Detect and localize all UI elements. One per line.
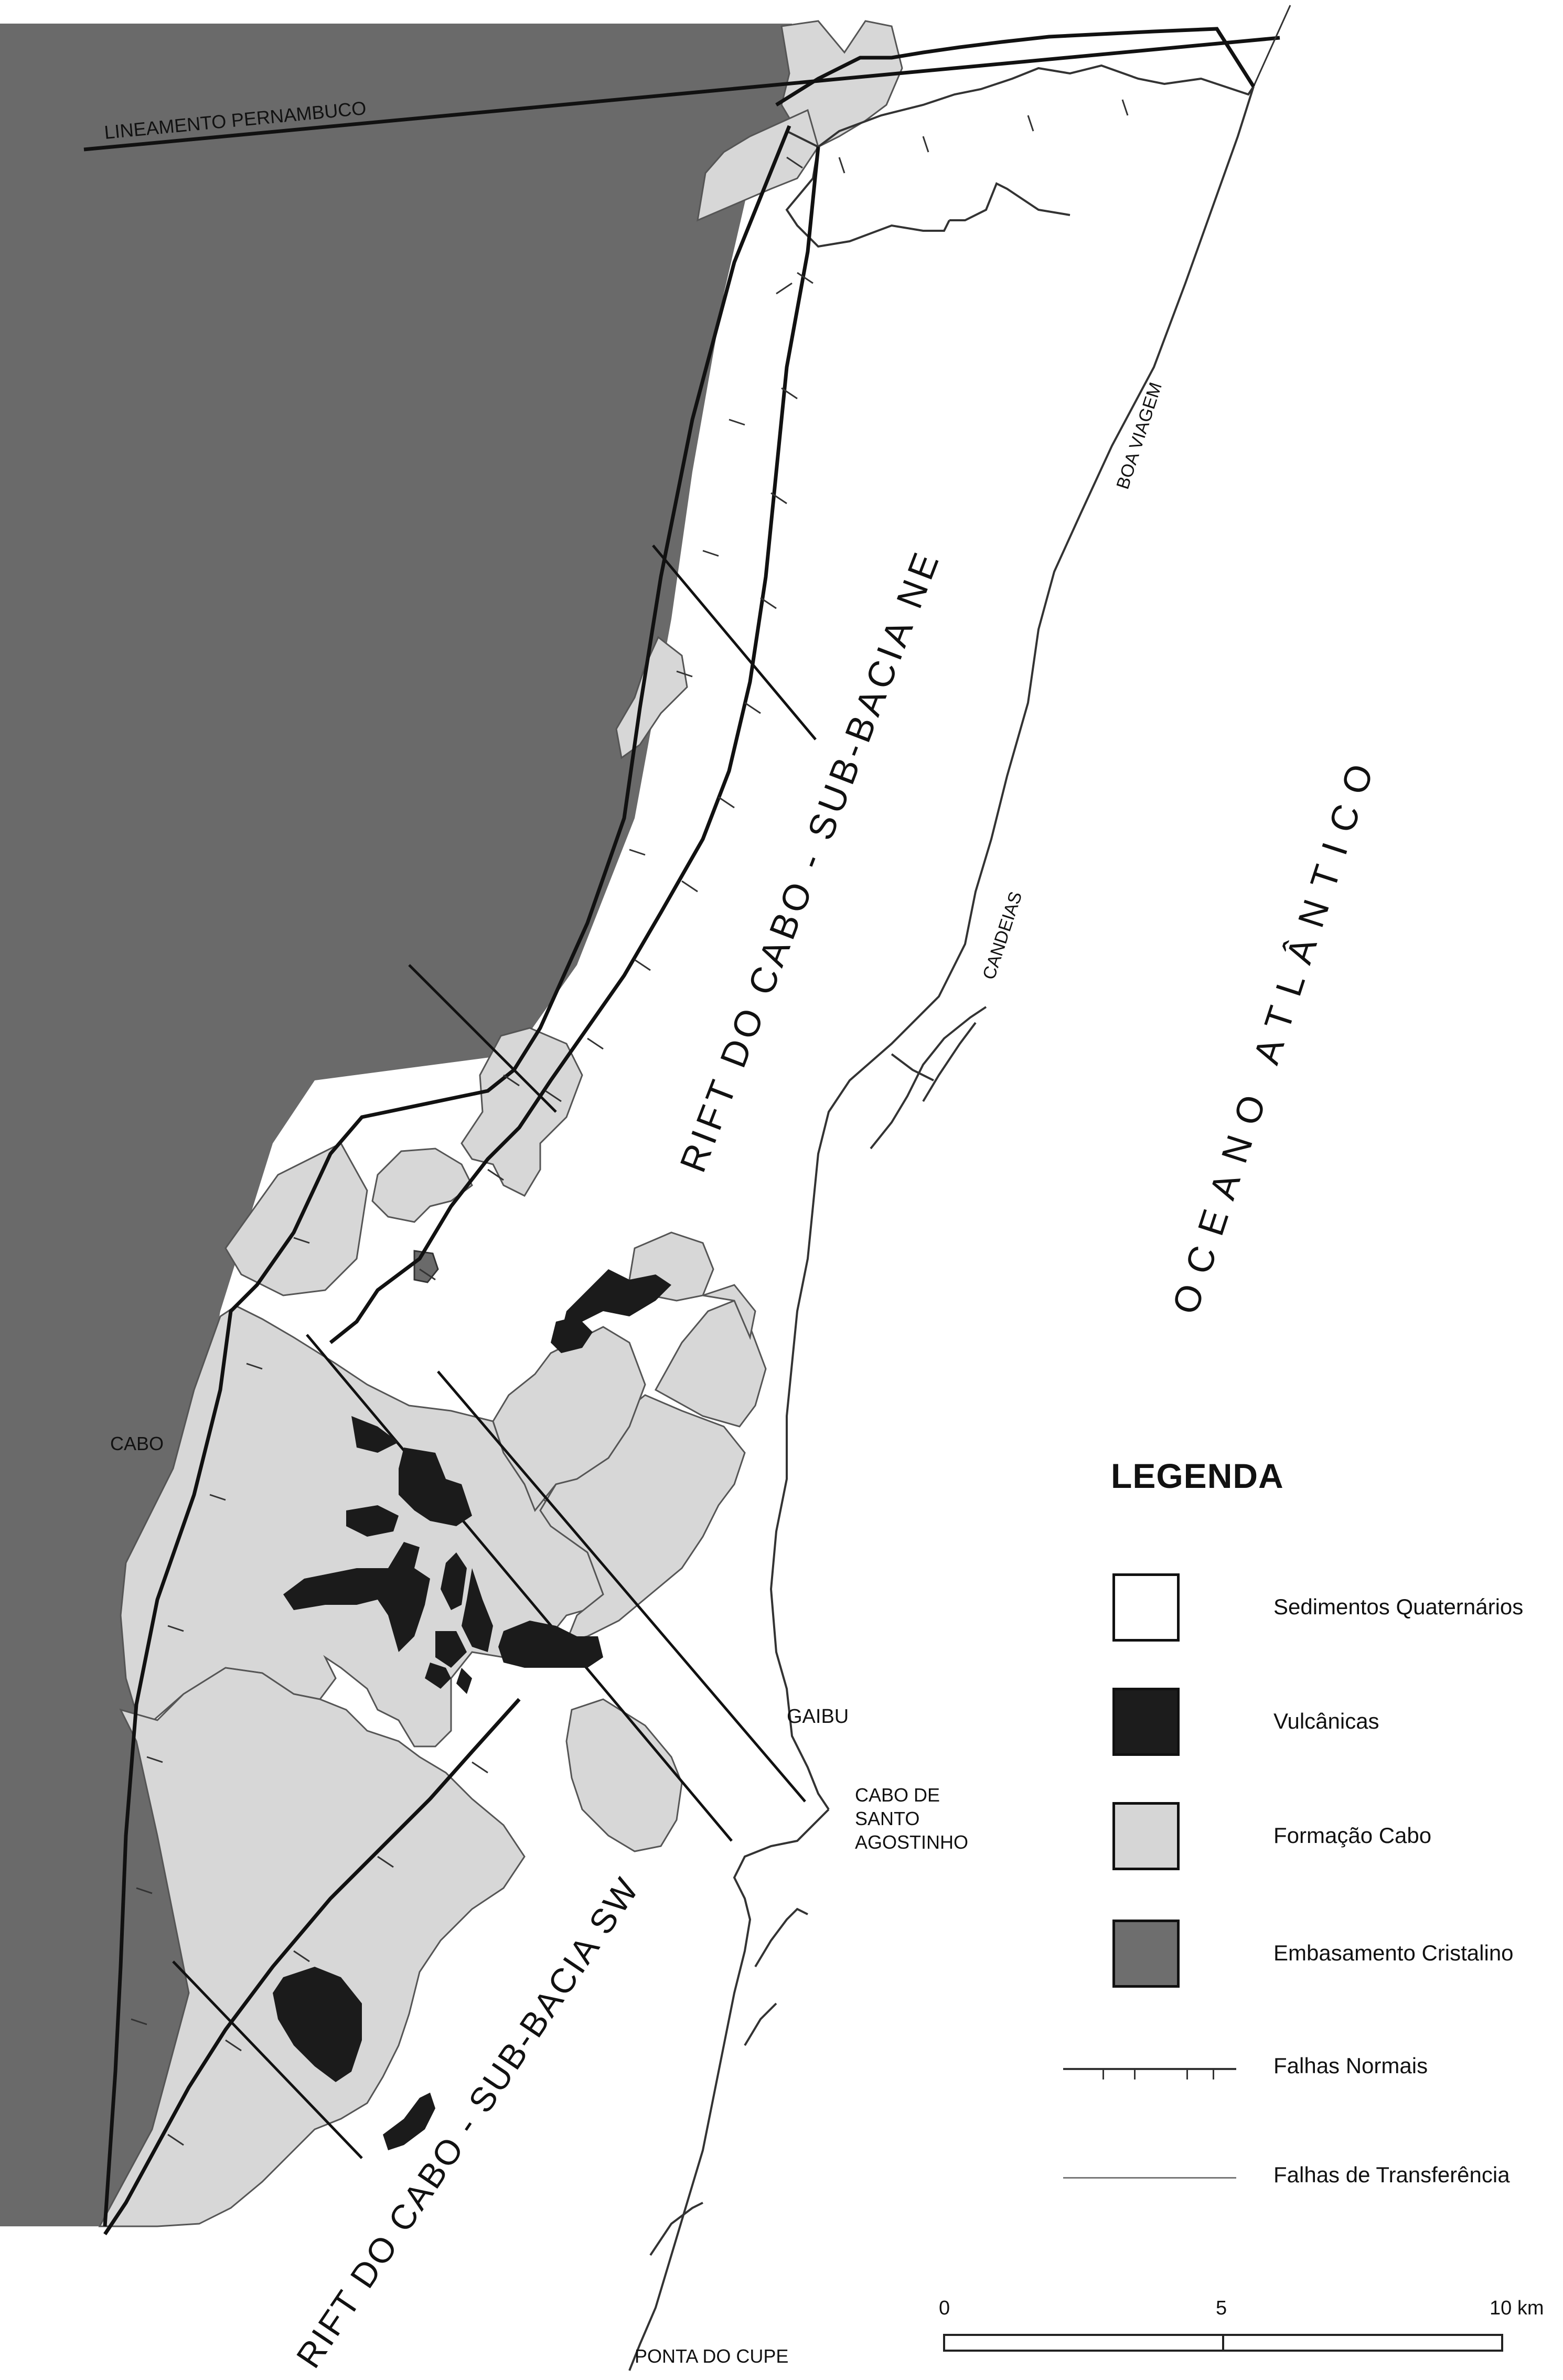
scale-bar-mid <box>1222 2334 1224 2352</box>
scale-label-5: 5 <box>1216 2297 1227 2319</box>
legend-line-falhas-normais <box>1063 2068 1236 2070</box>
legend-label-vulcanicas: Vulcânicas <box>1273 1709 1379 1733</box>
legend-item-falhas-transferencia: Falhas de Transferência <box>1061 2162 1563 2194</box>
legend-tick <box>1186 2068 1188 2079</box>
fault-ticks <box>131 99 1129 2146</box>
legend-swatch-vulcanicas <box>1112 1688 1180 1756</box>
legend-label-sedimentos: Sedimentos Quaternários <box>1273 1594 1524 1619</box>
legend-swatch-sedimentos <box>1112 1573 1180 1642</box>
embasamento-inlier <box>413 1250 439 1283</box>
label-ponta-do-cupe: PONTA DO CUPE <box>635 2345 788 2367</box>
coastline <box>628 64 1255 2371</box>
label-boa-viagem: BOA VIAGEM <box>1112 380 1166 491</box>
legend-item-formacao-cabo: Formação Cabo <box>1111 1802 1562 1875</box>
legend-swatch-formacao-cabo <box>1112 1802 1180 1870</box>
legend-swatch-embasamento <box>1112 1920 1180 1988</box>
legend-label-falhas-transferencia: Falhas de Transferência <box>1273 2162 1510 2187</box>
legend-label-falhas-normais: Falhas Normais <box>1273 2053 1428 2078</box>
legend-item-embasamento: Embasamento Cristalino <box>1111 1920 1562 1993</box>
label-cabo-santo-agostinho-3: AGOSTINHO <box>855 1831 968 1853</box>
scale-label-10: 10 km <box>1490 2297 1544 2319</box>
legend-item-sedimentos: Sedimentos Quaternários <box>1111 1573 1562 1647</box>
label-cabo-santo-agostinho-1: CABO DE <box>855 1784 940 1806</box>
legend-tick <box>1213 2068 1214 2079</box>
scale-bar: 0 5 10 km <box>939 2297 1563 2376</box>
label-oceano-atlantico: OCEANO ATLÂNTICO <box>1164 746 1385 1319</box>
label-candeias: CANDEIAS <box>979 889 1026 982</box>
falhas-de-transferencia <box>172 544 817 2159</box>
label-gaibu: GAIBU <box>787 1706 849 1728</box>
legend-tick <box>1102 2068 1104 2079</box>
label-cabo: CABO <box>110 1433 164 1454</box>
legend-item-falhas-normais: Falhas Normais <box>1061 2053 1563 2085</box>
legend-title: LEGENDA <box>1111 1456 1284 1495</box>
scale-label-0: 0 <box>939 2297 950 2319</box>
legend-line-falhas-transferencia <box>1063 2177 1236 2179</box>
legend-label-formacao-cabo: Formação Cabo <box>1273 1823 1432 1848</box>
legend-label-embasamento: Embasamento Cristalino <box>1273 1941 1514 1965</box>
label-rift-ne: RIFT DO CABO - SUB-BACIA NE <box>672 544 948 1178</box>
embasamento-cristalino-area <box>0 24 792 2226</box>
lineamento-pernambuco-line <box>83 36 1280 152</box>
falhas-normais <box>103 27 1255 2235</box>
north-edge-line <box>1252 5 1291 87</box>
label-cabo-santo-agostinho-2: SANTO <box>855 1808 919 1829</box>
legend-item-vulcanicas: Vulcânicas <box>1111 1688 1562 1761</box>
legend-tick <box>1134 2068 1136 2079</box>
vulcanicas-areas <box>273 1269 671 2150</box>
